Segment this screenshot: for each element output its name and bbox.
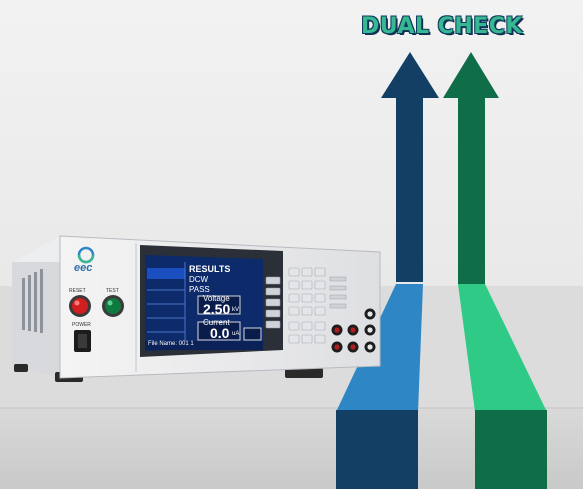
eec-logo-mark	[77, 246, 95, 264]
green-arrow	[443, 52, 547, 489]
voltage-value: 2.50	[203, 301, 231, 317]
reset-label: RESET	[69, 288, 86, 294]
test-label: TEST	[106, 288, 119, 294]
screen-title: RESULTS	[189, 264, 231, 274]
safety-analyzer-instrument	[12, 235, 381, 382]
screen-mode: DCW	[189, 275, 209, 284]
current-value: 0.0	[210, 325, 230, 341]
power-label: POWER	[72, 322, 91, 328]
current-label: Current	[203, 318, 230, 327]
current-unit: uA	[232, 331, 240, 337]
headline: DUAL CHECK	[361, 14, 523, 39]
screen-judgement: PASS	[189, 285, 210, 294]
voltage-label: Voltage	[203, 294, 230, 303]
brand-logo-text: eec	[74, 262, 93, 274]
blue-arrow	[336, 52, 439, 489]
file-name: File Name: 001 1	[148, 341, 194, 347]
voltage-unit: kV	[232, 307, 240, 313]
